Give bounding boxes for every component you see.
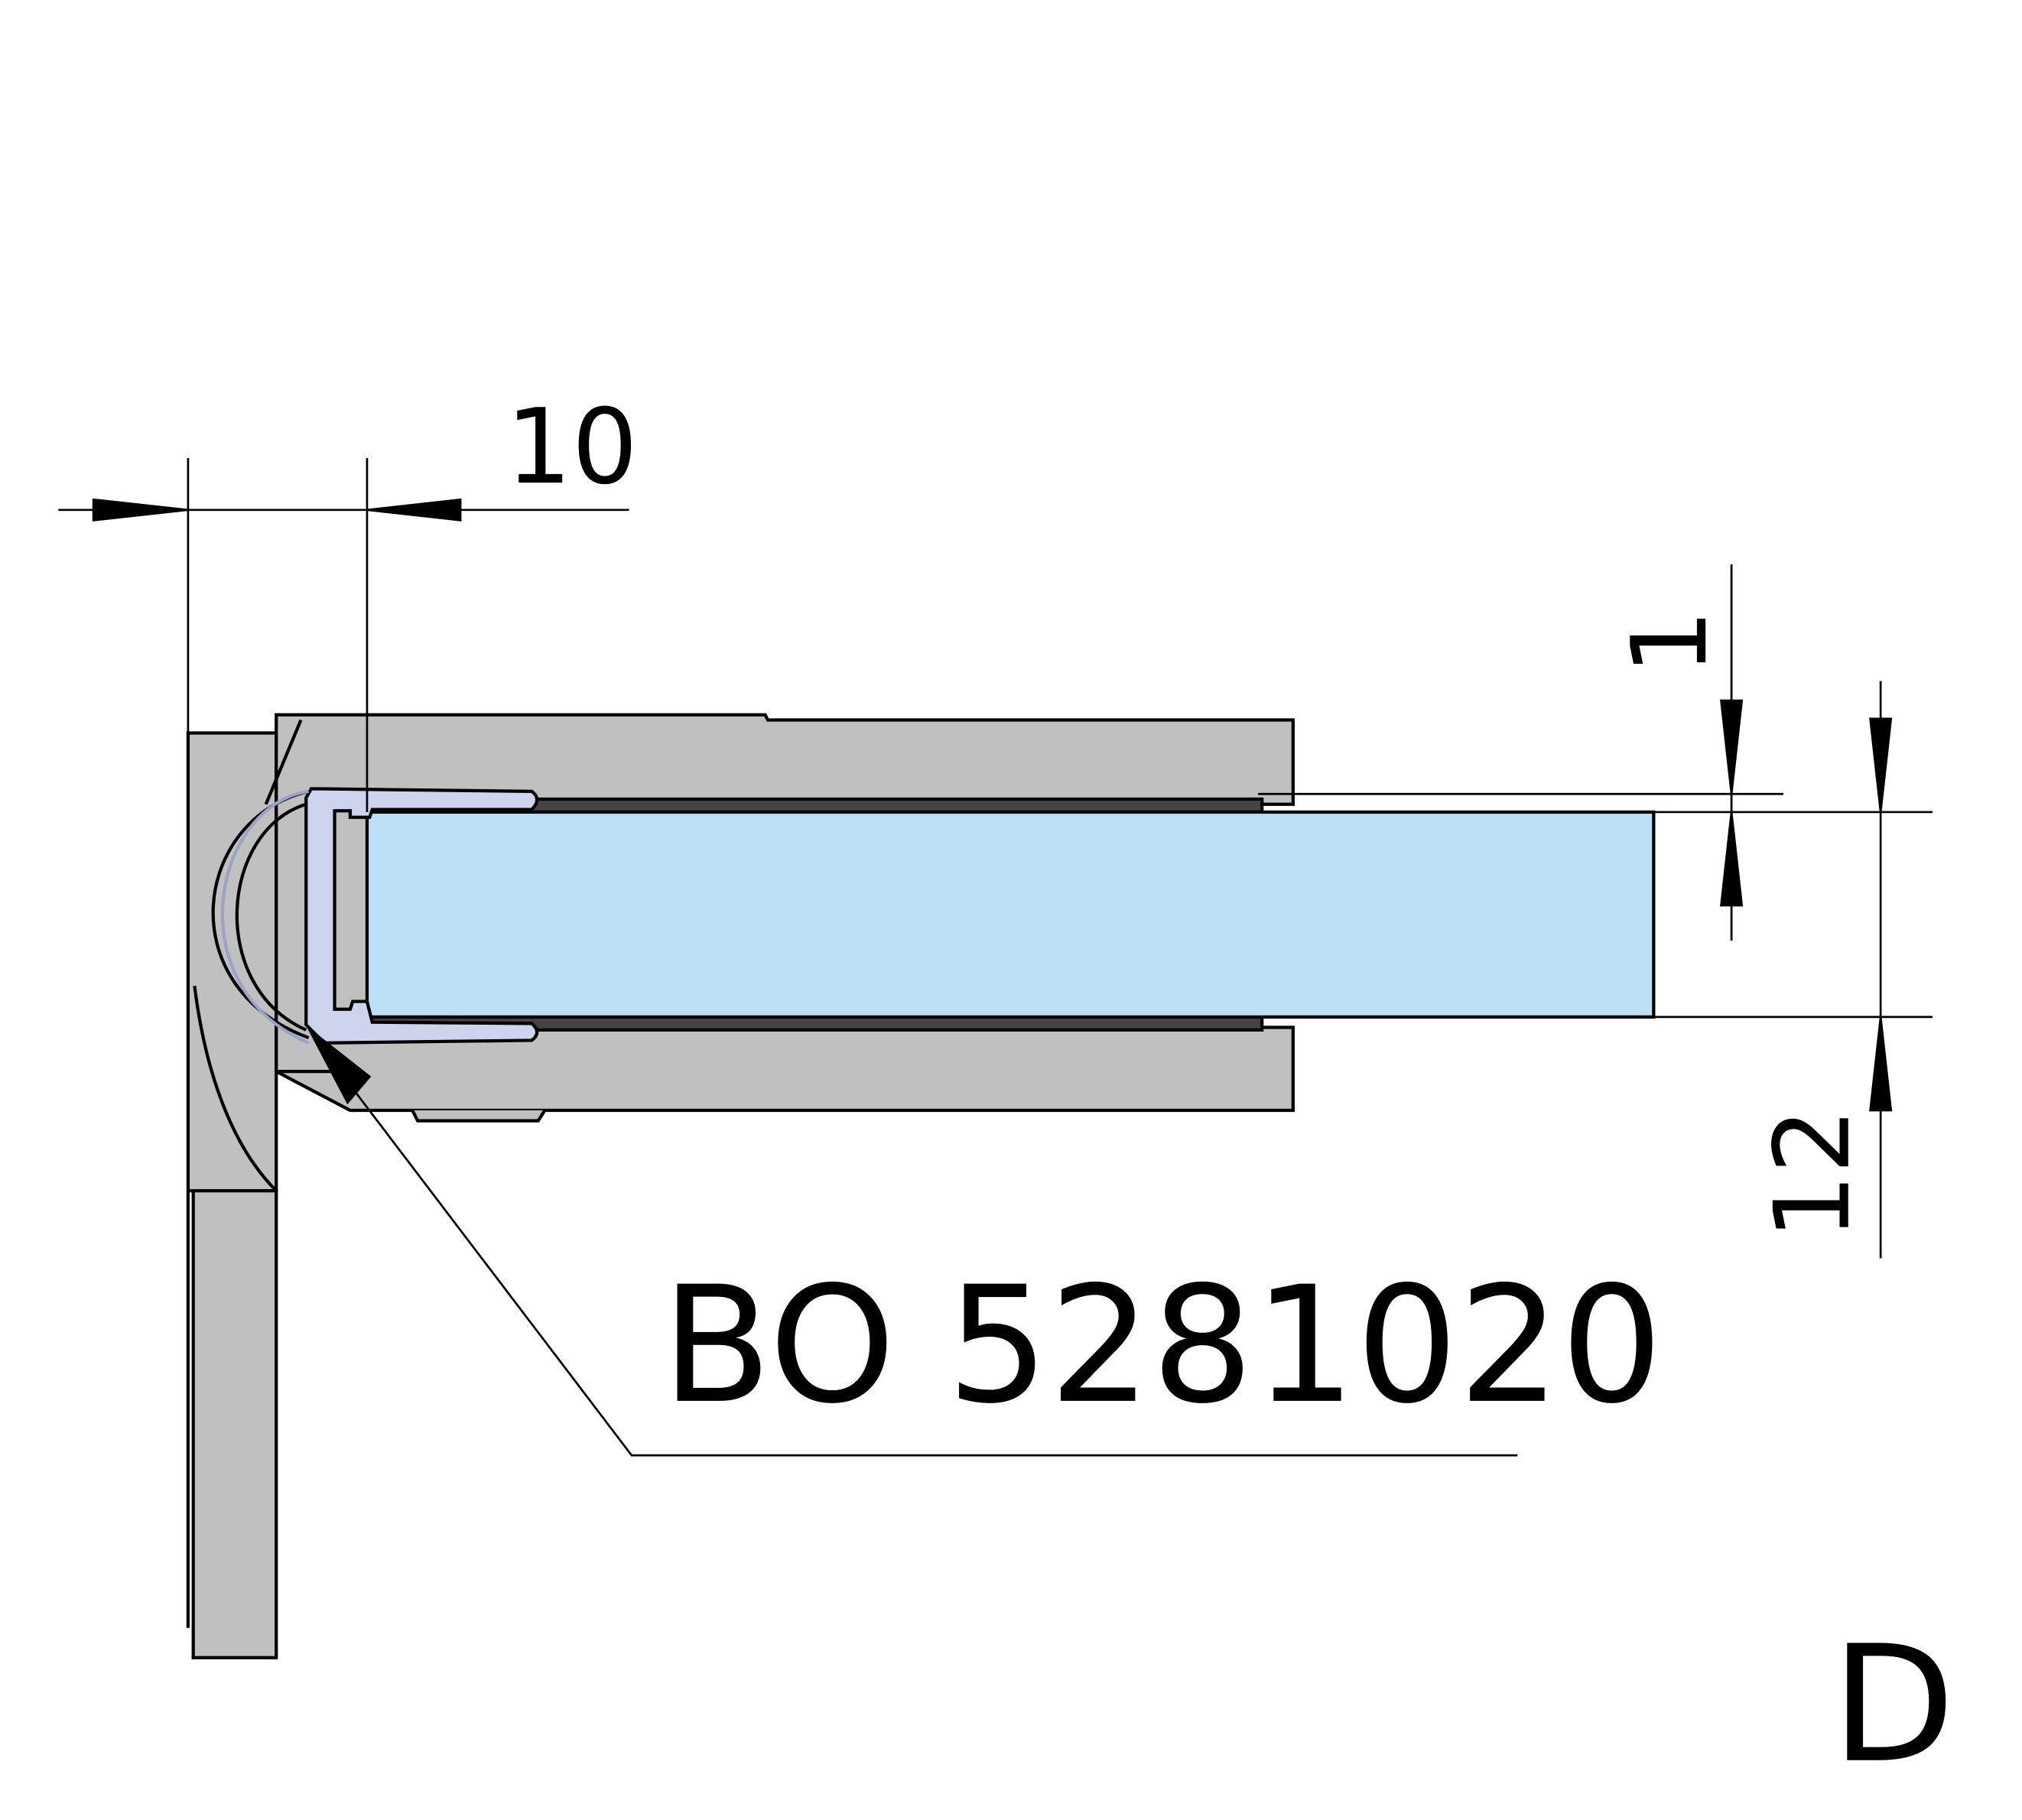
seal-profile (211, 787, 539, 1045)
dimension-width (58, 457, 629, 812)
dimension-gap (1258, 564, 1933, 941)
dimension-gap-label: 1 (1609, 609, 1730, 675)
dimension-thickness-label: 12 (1752, 1108, 1873, 1240)
part-leader (307, 1028, 1518, 1457)
view-label: D (1832, 1611, 1955, 1799)
part-number: BO 5281020 (662, 1252, 1663, 1439)
dimension-width-label: 10 (506, 386, 638, 507)
dimension-thickness (1653, 681, 1933, 1259)
wall-bracket (186, 731, 278, 1659)
glass-panel (365, 810, 1656, 1019)
